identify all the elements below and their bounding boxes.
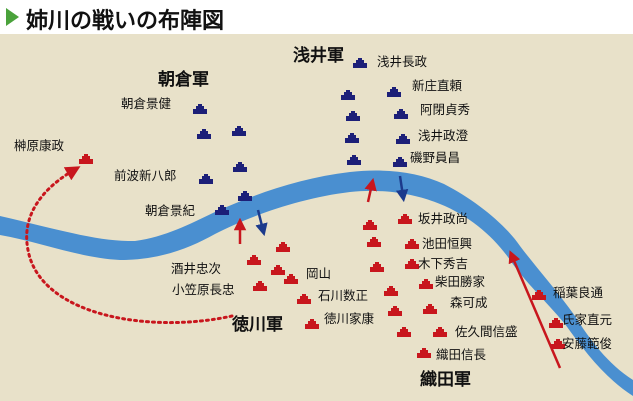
- commander-asakura-kageake: 朝倉景健: [121, 96, 172, 111]
- commander-sakai-masahisa: 坂井政尚: [418, 211, 469, 226]
- commander-sakakibara-yasumasa: 榊原康政: [14, 138, 65, 153]
- land-background: [0, 34, 633, 401]
- army-label-tokugawa: 徳川軍: [232, 315, 283, 335]
- map-title: 姉川の戦いの布陣図: [26, 9, 225, 34]
- commander-ikeda-tsuneoki: 池田恒興: [422, 236, 473, 251]
- army-label-azai: 浅井軍: [293, 46, 344, 66]
- commander-mori-yoshinari: 森可成: [450, 295, 488, 310]
- commander-maeba-shinpachiro: 前波新八郎: [114, 168, 177, 183]
- attack-arrow-asakura-blue: [255, 209, 268, 237]
- attack-arrow-azai-blue: [395, 175, 409, 203]
- commander-shibata-katsuie: 柴田勝家: [435, 274, 486, 289]
- commander-okayama: 岡山: [306, 266, 332, 281]
- attack-arrow-azai-red: [364, 177, 377, 203]
- commander-asakura-kagenori: 朝倉景紀: [145, 203, 196, 218]
- flanking-route-arrow: [25, 166, 234, 325]
- commander-sakuma-nobumori: 佐久間信盛: [455, 324, 518, 339]
- commander-isono-kazumasa: 磯野員昌: [410, 150, 461, 165]
- commander-sakai-tadatsugu: 酒井忠次: [171, 261, 222, 276]
- title-bar: 姉川の戦いの布陣図: [0, 0, 633, 34]
- commander-ando-noritoshi: 安藤範俊: [562, 336, 613, 351]
- commander-azai-masazumi: 浅井政澄: [418, 128, 469, 143]
- commander-azai-nagamasa: 浅井長政: [377, 54, 428, 69]
- commander-inaba-yoshimichi: 稲葉良通: [553, 285, 604, 300]
- commander-tokugawa-ieyasu: 徳川家康: [324, 311, 375, 326]
- army-label-asakura: 朝倉軍: [158, 70, 209, 90]
- commander-kinoshita-hideyoshi: 木下秀吉: [418, 256, 469, 271]
- commander-ogasawara-nagatada: 小笠原長忠: [172, 282, 235, 297]
- battle-map: [0, 34, 633, 401]
- commander-shinjo-naoyori: 新庄直頼: [412, 78, 463, 93]
- commander-oda-nobunaga: 織田信長: [436, 347, 487, 362]
- title-triangle-icon: [6, 8, 19, 26]
- commander-ato-sadahide: 阿閉貞秀: [420, 102, 471, 117]
- attack-arrow-inaba: [508, 250, 562, 369]
- commander-ujiie-naomoto: 氏家直元: [562, 312, 613, 327]
- commander-ishikawa-kazumasa: 石川数正: [318, 288, 369, 303]
- army-label-oda: 織田軍: [420, 370, 471, 390]
